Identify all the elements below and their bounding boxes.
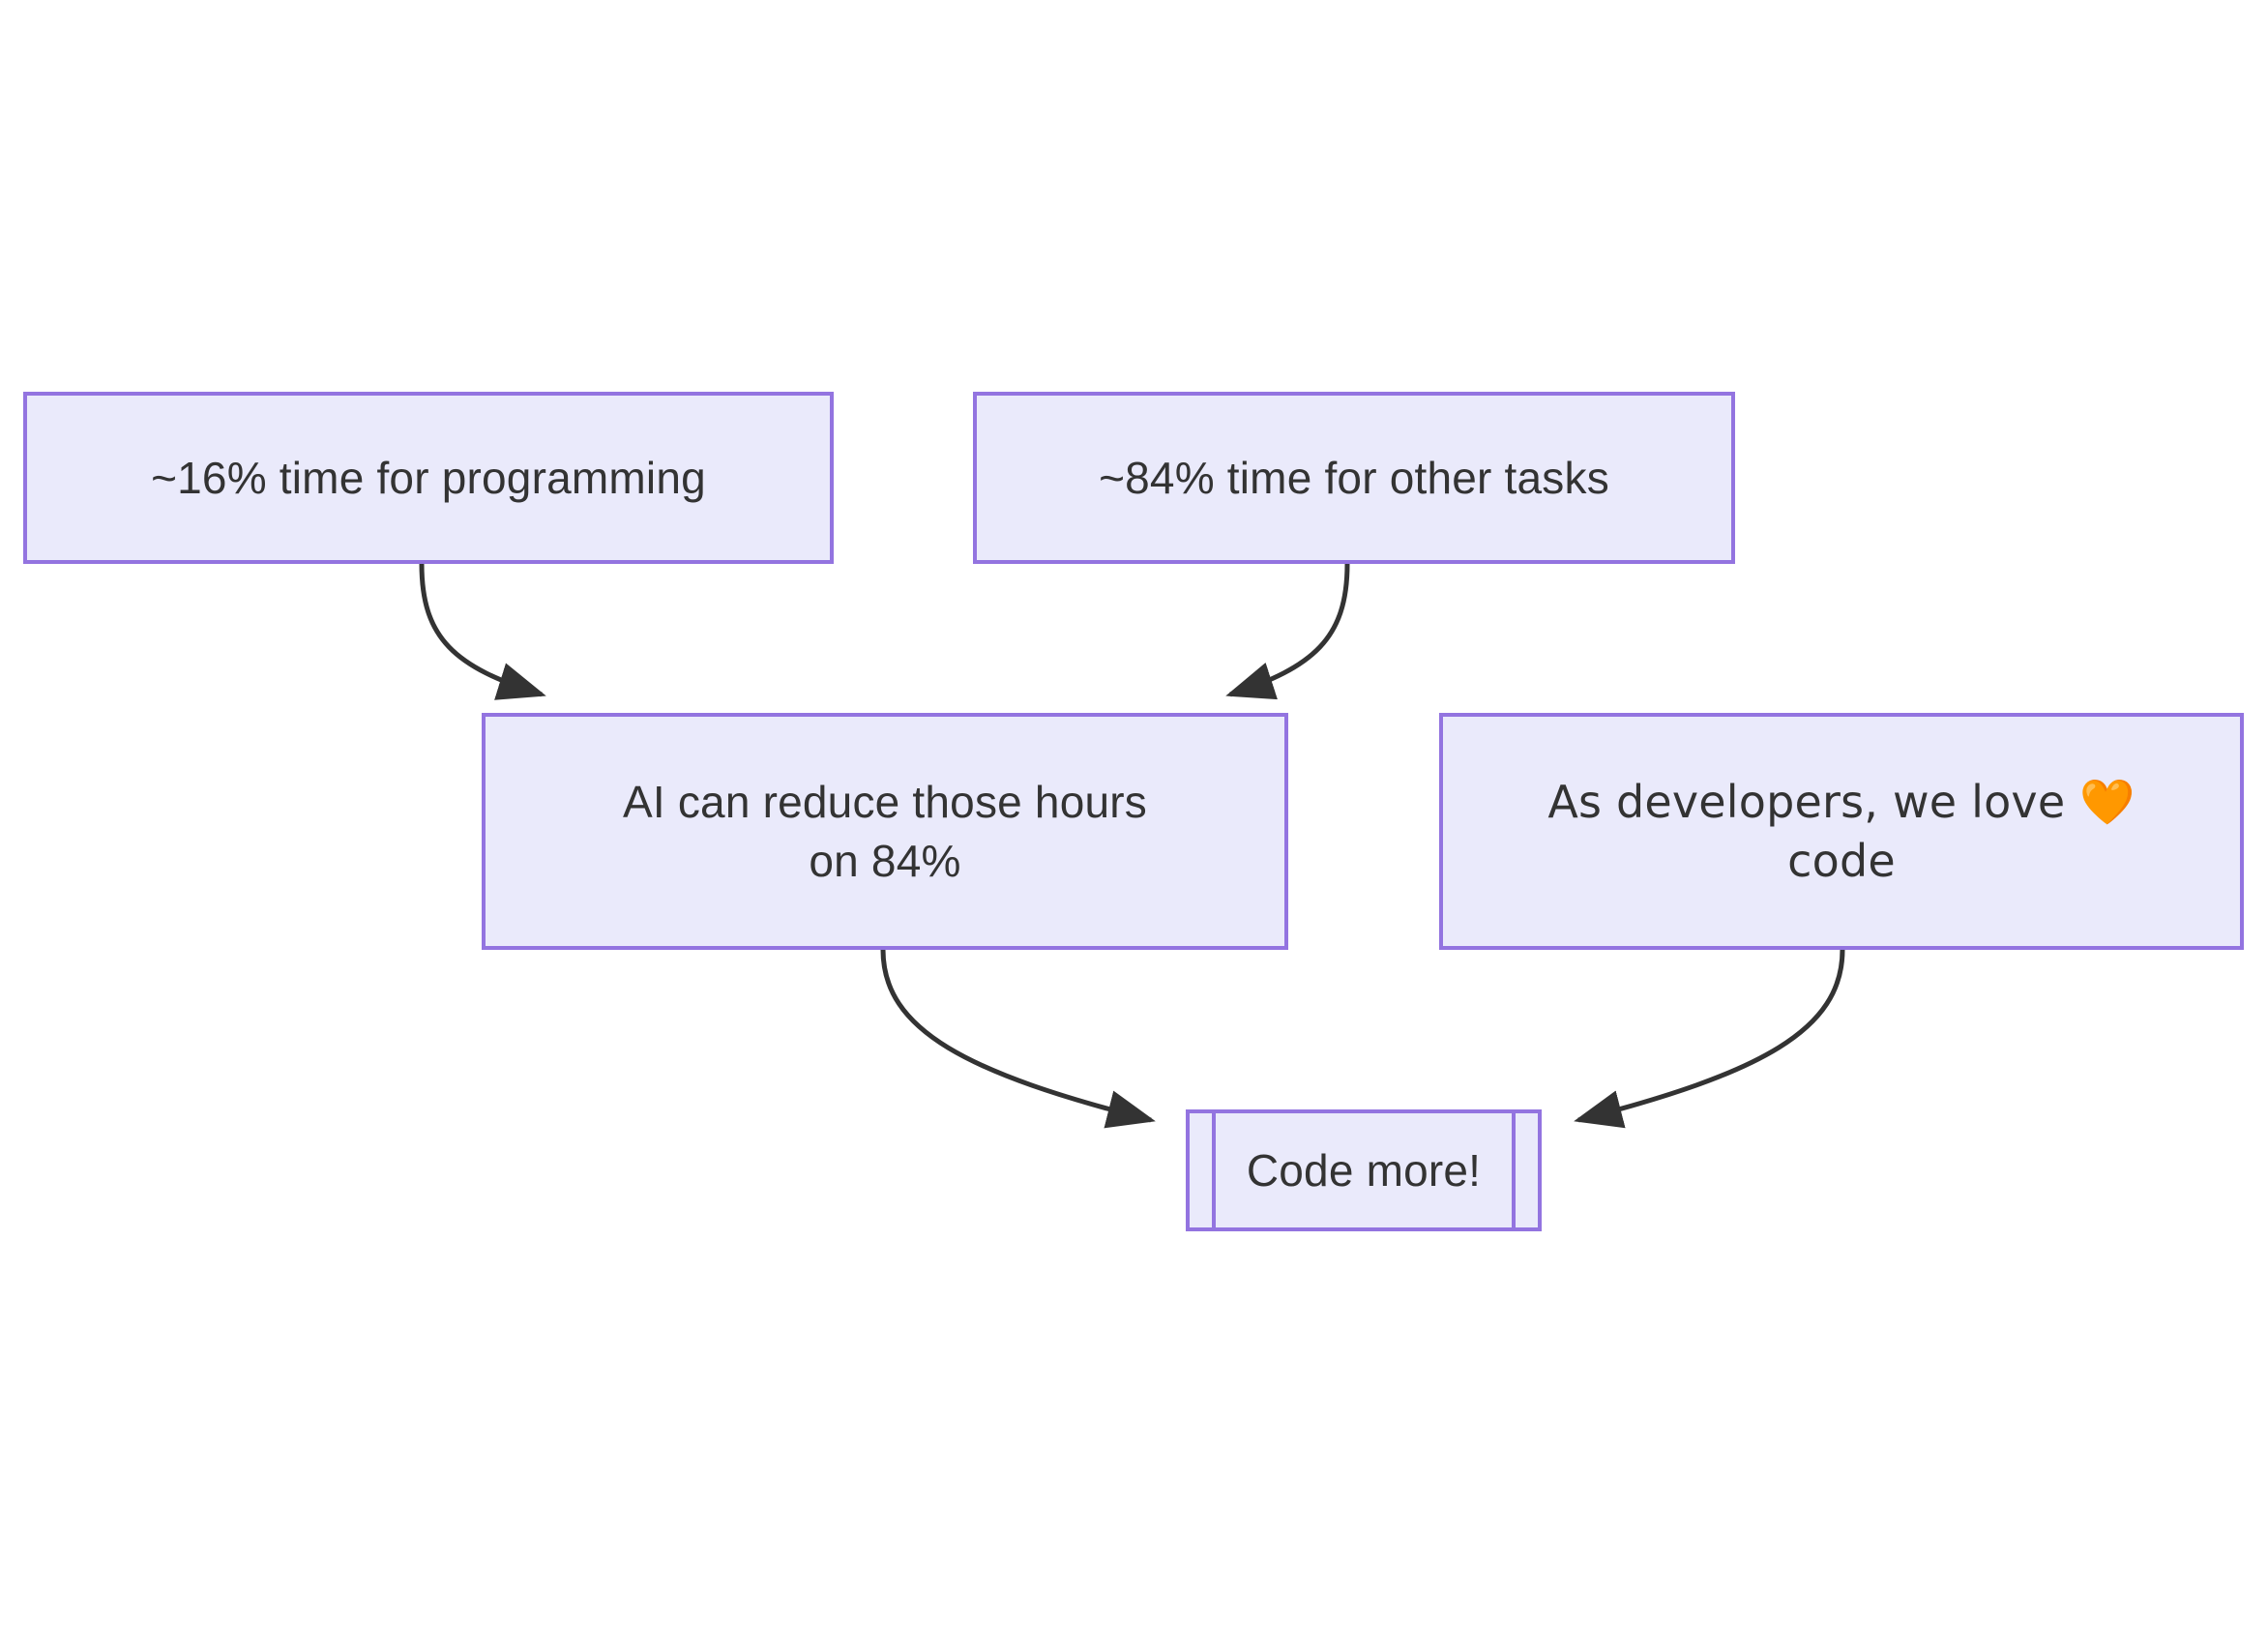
node-code-more-label: Code more! xyxy=(1246,1144,1482,1196)
node-ai-reduce[interactable]: AI can reduce those hours on 84% xyxy=(482,713,1288,950)
edge-programming-to-ai-reduce xyxy=(419,563,546,700)
edge-ai-reduce-to-code-more xyxy=(880,949,1156,1129)
node-programming-label: ~16% time for programming xyxy=(151,452,706,503)
subroutine-right-bar xyxy=(1512,1109,1516,1231)
node-love-code-label: As developers, we love 🧡 code xyxy=(1547,775,2135,887)
node-ai-reduce-label: AI can reduce those hours on 84% xyxy=(623,776,1147,886)
subroutine-left-bar xyxy=(1212,1109,1216,1231)
node-love-code[interactable]: As developers, we love 🧡 code xyxy=(1439,713,2244,950)
node-code-more[interactable]: Code more! xyxy=(1186,1109,1542,1231)
node-programming[interactable]: ~16% time for programming xyxy=(23,392,834,564)
node-other-tasks[interactable]: ~84% time for other tasks xyxy=(973,392,1735,564)
edge-love-code-to-code-more xyxy=(1574,949,1845,1129)
node-other-tasks-label: ~84% time for other tasks xyxy=(1099,452,1609,503)
edge-other-tasks-to-ai-reduce xyxy=(1225,563,1350,700)
